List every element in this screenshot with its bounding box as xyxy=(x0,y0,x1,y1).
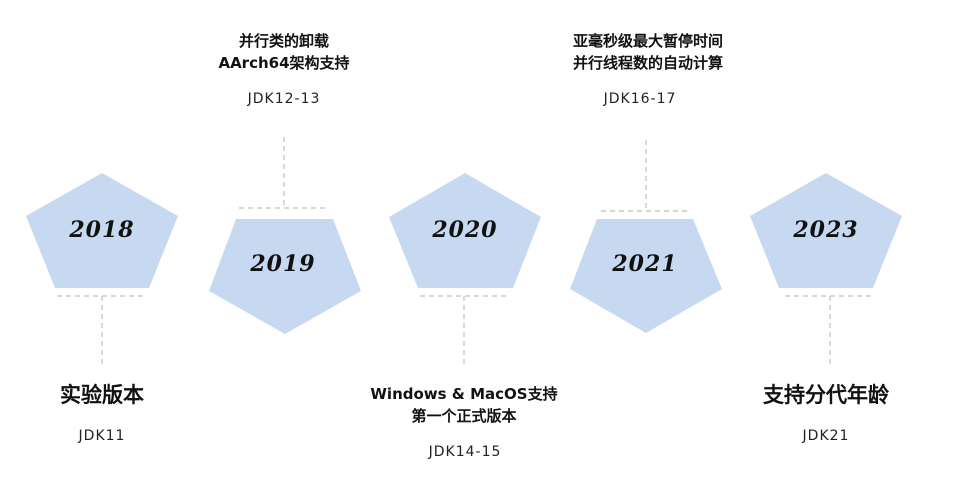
feature-2020-line-1: Windows & MacOS支持 xyxy=(370,385,558,403)
feature-2018: 实验版本 xyxy=(2,382,202,408)
jdk-version-2018: JDK11 xyxy=(78,428,126,444)
jdk-version-2020: JDK14-15 xyxy=(428,444,502,460)
jdk-version-2023: JDK21 xyxy=(802,428,850,444)
feature-2020-line-2: 第一个正式版本 xyxy=(411,407,517,425)
year-label-2021: 2021 xyxy=(612,251,678,277)
pentagon-2023 xyxy=(750,173,902,288)
year-label-2018: 2018 xyxy=(69,217,135,243)
feature-2019: 并行类的卸载 AArch64架构支持 xyxy=(184,30,384,74)
feature-2021-line-1: 亚毫秒级最大暂停时间 xyxy=(572,32,723,50)
feature-2020: Windows & MacOS支持 第一个正式版本 xyxy=(334,383,594,427)
pentagon-2020 xyxy=(389,173,541,288)
jdk-version-2019: JDK12-13 xyxy=(247,91,321,107)
pentagon-2019 xyxy=(209,219,361,334)
feature-2019-line-2: AArch64架构支持 xyxy=(218,54,350,72)
feature-2019-line-1: 并行类的卸载 xyxy=(238,32,329,50)
year-label-2019: 2019 xyxy=(250,251,316,277)
feature-2021-line-2: 并行线程数的自动计算 xyxy=(572,54,723,72)
feature-2018-line-1: 实验版本 xyxy=(60,383,144,407)
feature-2023-line-1: 支持分代年龄 xyxy=(763,383,889,407)
jdk-version-2021: JDK16-17 xyxy=(603,91,677,107)
pentagon-2021 xyxy=(570,219,722,333)
year-label-2023: 2023 xyxy=(793,217,859,243)
feature-2023: 支持分代年龄 xyxy=(726,382,926,408)
feature-2021: 亚毫秒级最大暂停时间 并行线程数的自动计算 xyxy=(518,30,778,74)
pentagon-2018 xyxy=(26,173,178,288)
year-label-2020: 2020 xyxy=(432,217,498,243)
